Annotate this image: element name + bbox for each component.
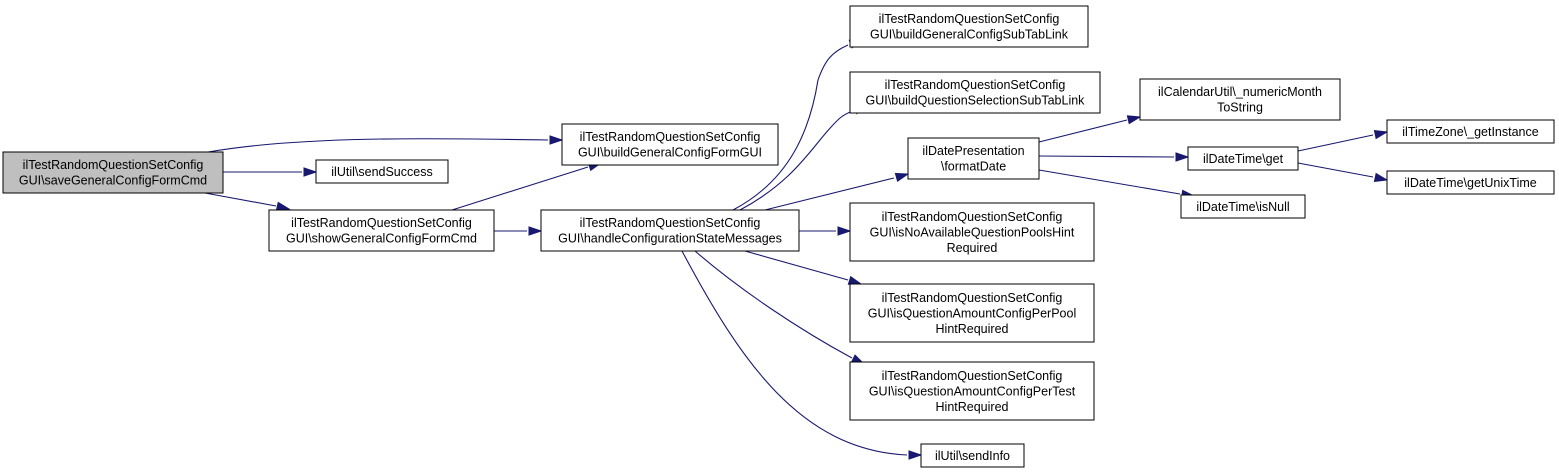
node-formatDate[interactable]: ilDatePresentation \formatDate <box>907 137 1040 180</box>
arrowhead-formatDate-to-numericMonth <box>1126 115 1142 125</box>
node-label-line: ilTestRandomQuestionSetConfig <box>882 369 1063 383</box>
edge-handleState-to-sendInfo <box>681 250 908 456</box>
node-box[interactable] <box>315 159 449 184</box>
node-label-line: ilTestRandomQuestionSetConfig <box>580 216 761 230</box>
edge-dtGet-to-dtUnix <box>1297 162 1374 178</box>
node-label-line: ilUtil\sendSuccess <box>331 165 432 179</box>
edge-handleState-to-isPerTest <box>694 250 853 359</box>
edge-dtGet-to-tzGetInstance <box>1297 134 1374 152</box>
node-box[interactable] <box>849 361 1095 421</box>
node-label-line: ilDateTime\getUnixTime <box>1404 176 1536 190</box>
node-label-line: ilTestRandomQuestionSetConfig <box>882 291 1063 305</box>
node-saveGeneral[interactable]: ilTestRandomQuestionSetConfigGUI\saveGen… <box>2 151 224 194</box>
edge-formatDate-to-dtIsNull <box>1038 169 1181 195</box>
node-label-line: GUI\buildGeneralConfigFormGUI <box>578 146 762 160</box>
node-label-line: GUI\isQuestionAmountConfigPerTest <box>869 384 1076 398</box>
node-buildGeneralForm[interactable]: ilTestRandomQuestionSetConfigGUI\buildGe… <box>561 123 779 166</box>
node-buildQuestionSubTab[interactable]: ilTestRandomQuestionSetConfigGUI\buildQu… <box>849 71 1101 114</box>
edge-handleState-to-isPerPool <box>744 250 849 281</box>
node-label-line: ilTestRandomQuestionSetConfig <box>879 12 1060 26</box>
node-label-line: ilDatePresentation <box>922 144 1024 158</box>
edge-handleState-to-buildGeneralSubTab <box>732 44 849 211</box>
graph-nodes: ilTestRandomQuestionSetConfigGUI\saveGen… <box>2 5 1555 468</box>
node-label-line: ilDateTime\get <box>1203 152 1284 166</box>
edge-handleState-to-formatDate <box>764 177 895 211</box>
node-box[interactable] <box>920 443 1025 468</box>
node-buildGeneralSubTab[interactable]: ilTestRandomQuestionSetConfigGUI\buildGe… <box>849 5 1089 48</box>
node-box[interactable] <box>1386 170 1555 195</box>
node-box[interactable] <box>849 202 1095 262</box>
node-label-line: ilUtil\sendInfo <box>935 449 1010 463</box>
edge-showGeneral-to-buildGeneralForm <box>451 166 589 211</box>
node-label-line: GUI\isQuestionAmountConfigPerPool <box>868 306 1076 320</box>
arrowhead-formatDate-to-dtGet <box>1175 152 1190 162</box>
node-label-line: ilTestRandomQuestionSetConfig <box>580 130 761 144</box>
node-box[interactable] <box>540 209 800 252</box>
node-label-line: ilDateTime\isNull <box>1196 200 1289 214</box>
node-tzGetInstance[interactable]: ilTimeZone\_getInstance <box>1386 119 1555 144</box>
arrowhead-handleState-to-sendInfo <box>908 450 923 460</box>
edge-handleState-to-buildQuestionSubTab <box>739 110 854 211</box>
node-dtGet[interactable]: ilDateTime\get <box>1187 146 1299 171</box>
node-box[interactable] <box>268 209 495 252</box>
arrowhead-handleState-to-formatDate <box>894 172 910 182</box>
node-label-line: GUI\buildGeneralConfigSubTabLink <box>870 28 1069 42</box>
node-label-line: ilTestRandomQuestionSetConfig <box>885 78 1066 92</box>
node-box[interactable] <box>1386 119 1555 144</box>
node-box[interactable] <box>1139 78 1341 121</box>
arrowhead-saveGeneral-to-showGeneral <box>275 201 291 211</box>
arrowhead-showGeneral-to-handleState <box>528 226 543 236</box>
arrowhead-dtGet-to-dtUnix <box>1373 172 1389 182</box>
node-label-line: GUI\buildQuestionSelectionSubTabLink <box>866 94 1086 108</box>
node-dtUnix[interactable]: ilDateTime\getUnixTime <box>1386 170 1555 195</box>
node-label-line: HintRequired <box>936 400 1009 414</box>
node-box[interactable] <box>561 123 779 166</box>
node-label-line: GUI\showGeneralConfigFormCmd <box>286 232 477 246</box>
node-sendInfo[interactable]: ilUtil\sendInfo <box>920 443 1025 468</box>
arrowhead-dtGet-to-tzGetInstance <box>1373 130 1389 140</box>
node-isPerPool[interactable]: ilTestRandomQuestionSetConfigGUI\isQuest… <box>849 283 1095 343</box>
node-box[interactable] <box>849 5 1089 48</box>
node-label-line: HintRequired <box>936 322 1009 336</box>
node-label-line: \formatDate <box>941 160 1006 174</box>
edge-formatDate-to-dtGet <box>1038 155 1175 158</box>
node-dtIsNull[interactable]: ilDateTime\isNull <box>1180 194 1306 219</box>
node-label-line: GUI\handleConfigurationStateMessages <box>558 232 782 246</box>
node-label-line: ToString <box>1217 101 1263 115</box>
node-label-line: ilTestRandomQuestionSetConfig <box>882 210 1063 224</box>
node-box[interactable] <box>1187 146 1299 171</box>
node-showGeneral[interactable]: ilTestRandomQuestionSetConfigGUI\showGen… <box>268 209 495 252</box>
node-box[interactable] <box>1180 194 1306 219</box>
arrowhead-saveGeneral-to-buildGeneralForm <box>549 135 564 145</box>
node-box[interactable] <box>907 137 1040 180</box>
node-label-line: Required <box>947 241 998 255</box>
node-isPerTest[interactable]: ilTestRandomQuestionSetConfigGUI\isQuest… <box>849 361 1095 421</box>
edge-saveGeneral-to-showGeneral <box>204 192 277 207</box>
arrowhead-handleState-to-isPerPool <box>847 275 863 285</box>
arrowhead-handleState-to-isNoPools <box>837 226 852 236</box>
node-box[interactable] <box>849 283 1095 343</box>
node-box[interactable] <box>2 151 224 194</box>
node-label-line: ilTestRandomQuestionSetConfig <box>23 158 204 172</box>
node-sendSuccess[interactable]: ilUtil\sendSuccess <box>315 159 449 184</box>
node-label-line: ilTestRandomQuestionSetConfig <box>291 216 472 230</box>
node-label-line: ilTimeZone\_getInstance <box>1402 125 1538 139</box>
edge-formatDate-to-numericMonth <box>1038 119 1128 143</box>
edge-saveGeneral-to-buildGeneralForm <box>207 138 549 153</box>
node-label-line: ilCalendarUtil\_numericMonth <box>1158 85 1322 99</box>
node-label-line: GUI\saveGeneralConfigFormCmd <box>19 174 207 188</box>
node-handleState[interactable]: ilTestRandomQuestionSetConfigGUI\handleC… <box>540 209 800 252</box>
node-label-line: GUI\isNoAvailableQuestionPoolsHint <box>870 225 1075 239</box>
node-isNoPools[interactable]: ilTestRandomQuestionSetConfigGUI\isNoAva… <box>849 202 1095 262</box>
node-box[interactable] <box>849 71 1101 114</box>
arrowhead-saveGeneral-to-sendSuccess <box>303 167 318 177</box>
